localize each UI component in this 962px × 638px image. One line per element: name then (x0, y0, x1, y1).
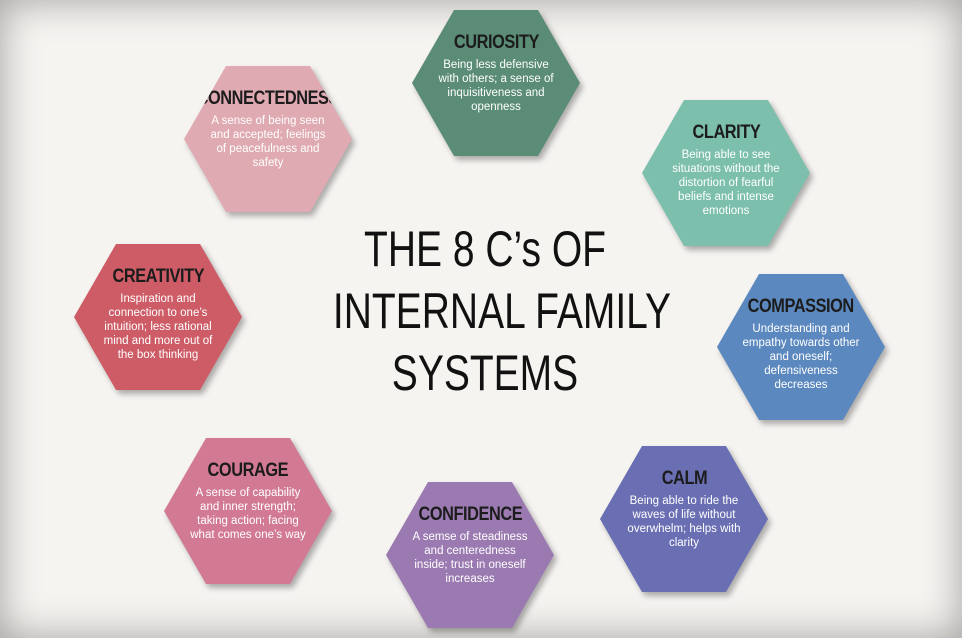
confidence-description: A semse of steadiness and centeredness i… (412, 531, 528, 585)
hexagon-courage: COURAGE A sense of capability and inner … (164, 438, 332, 584)
compassion-heading: COMPASSION (747, 296, 855, 317)
hexagon-confidence-wrap: CONFIDENCE A semse of steadiness and cen… (386, 482, 554, 628)
hexagon-creativity-wrap: CREATIVITY Inspiration and connection to… (74, 244, 242, 390)
hexagon-courage-wrap: COURAGE A sense of capability and inner … (164, 438, 332, 584)
hexagon-connectedness: CONNECTEDNESS A sense of being seen and … (184, 66, 352, 212)
creativity-heading: CREATIVITY (112, 266, 204, 287)
compassion-description: Understanding and empathy towards other … (742, 323, 860, 391)
title-line-3: SYSTEMS (391, 345, 579, 401)
clarity-heading: CLARITY (692, 122, 760, 143)
connectedness-heading: CONNECTEDNESS (196, 88, 340, 109)
title-line-1: THE 8 C’s OF (364, 221, 606, 277)
hexagon-clarity-wrap: CLARITY Being able to see situations wit… (642, 100, 810, 246)
hexagon-calm: CALM Being able to ride the waves of lif… (600, 446, 768, 592)
hexagon-confidence: CONFIDENCE A semse of steadiness and cen… (386, 482, 554, 628)
courage-heading: COURAGE (207, 460, 289, 481)
hexagon-curiosity: CURIOSITY Being less defensive with othe… (412, 10, 580, 156)
hexagon-creativity: CREATIVITY Inspiration and connection to… (74, 244, 242, 390)
calm-heading: CALM (661, 468, 707, 489)
hexagon-compassion: COMPASSION Understanding and empathy tow… (717, 274, 885, 420)
hexagon-clarity: CLARITY Being able to see situations wit… (642, 100, 810, 246)
hexagon-curiosity-wrap: CURIOSITY Being less defensive with othe… (412, 10, 580, 156)
curiosity-description: Being less defensive with others; a sens… (438, 59, 554, 113)
calm-description: Being able to ride the waves of life wit… (627, 495, 741, 549)
courage-description: A sense of capability and inner strength… (190, 487, 306, 541)
hexagon-calm-wrap: CALM Being able to ride the waves of lif… (600, 446, 768, 592)
hexagon-compassion-wrap: COMPASSION Understanding and empathy tow… (717, 274, 885, 420)
connectedness-description: A sense of being seen and accepted; feel… (210, 115, 326, 169)
creativity-description: Inspiration and connection to one’s intu… (103, 293, 213, 361)
curiosity-heading: CURIOSITY (453, 32, 539, 53)
title-line-2: INTERNAL FAMILY (332, 283, 671, 339)
confidence-heading: CONFIDENCE (418, 504, 522, 525)
diagram-title: THE 8 C’s OF INTERNAL FAMILY SYSTEMS (290, 218, 680, 404)
hexagon-connectedness-wrap: CONNECTEDNESS A sense of being seen and … (184, 66, 352, 212)
clarity-description: Being able to see situations without the… (672, 149, 780, 217)
